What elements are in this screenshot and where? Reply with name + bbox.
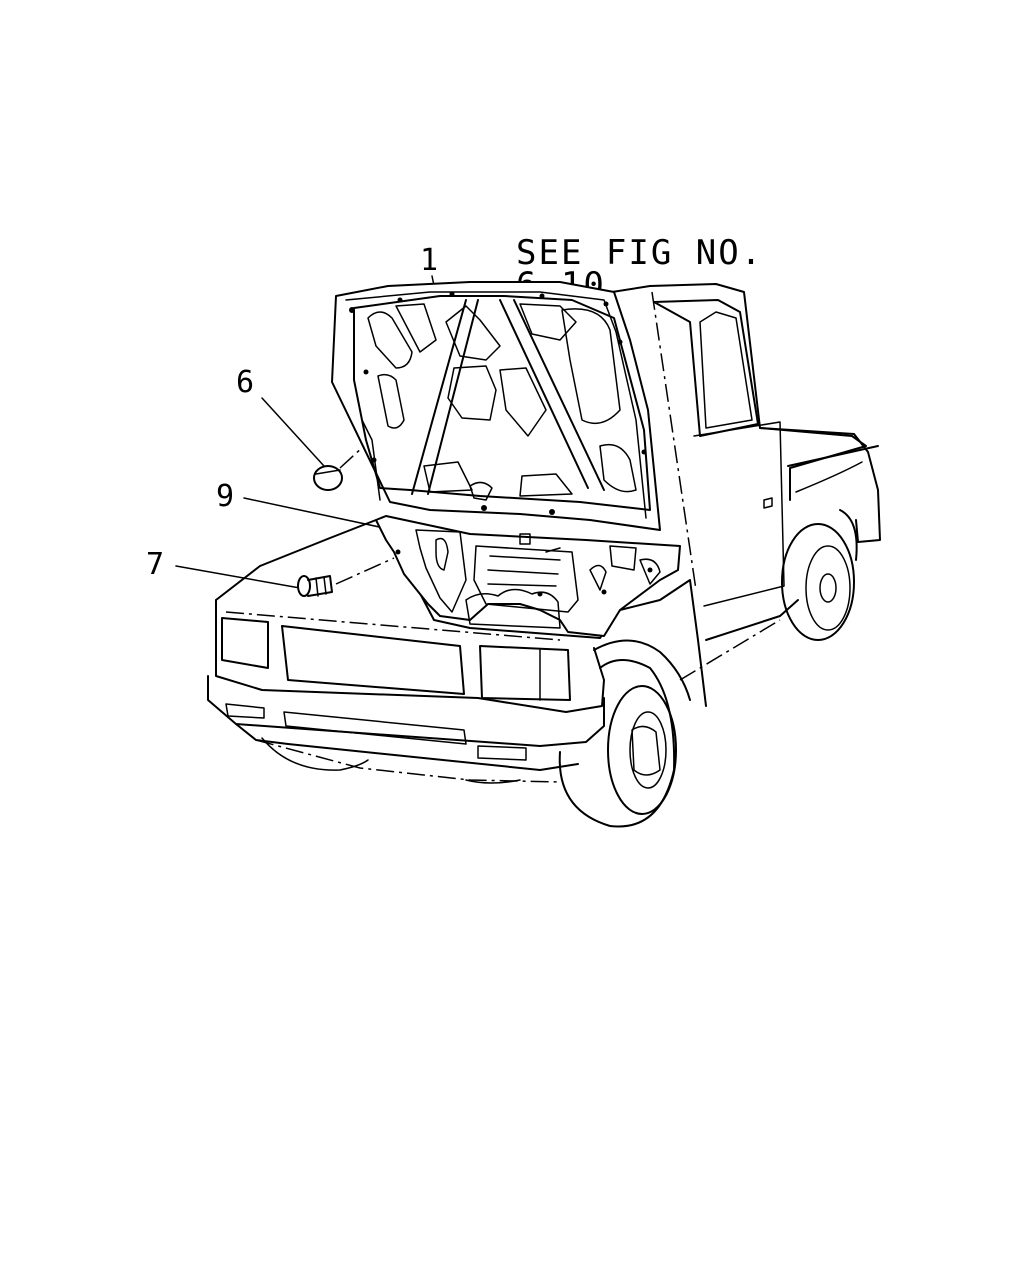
callout-1-label: 1 <box>420 243 438 278</box>
hood-panel <box>331 281 661 531</box>
see-fig-note-line1: SEE FIG NO. <box>516 233 763 273</box>
hood-insulator-panel <box>375 515 681 637</box>
callout-7-label: 7 <box>146 547 164 582</box>
part-7-clip <box>297 557 395 597</box>
callout-6-leader <box>261 397 325 467</box>
part-6-plug <box>313 445 365 491</box>
callout-9-label: 9 <box>216 479 234 514</box>
pickup-truck-illustration <box>207 283 881 828</box>
callout-7-leader <box>175 565 301 589</box>
callout-9-leader <box>243 497 385 529</box>
callout-6-label: 6 <box>236 365 254 400</box>
